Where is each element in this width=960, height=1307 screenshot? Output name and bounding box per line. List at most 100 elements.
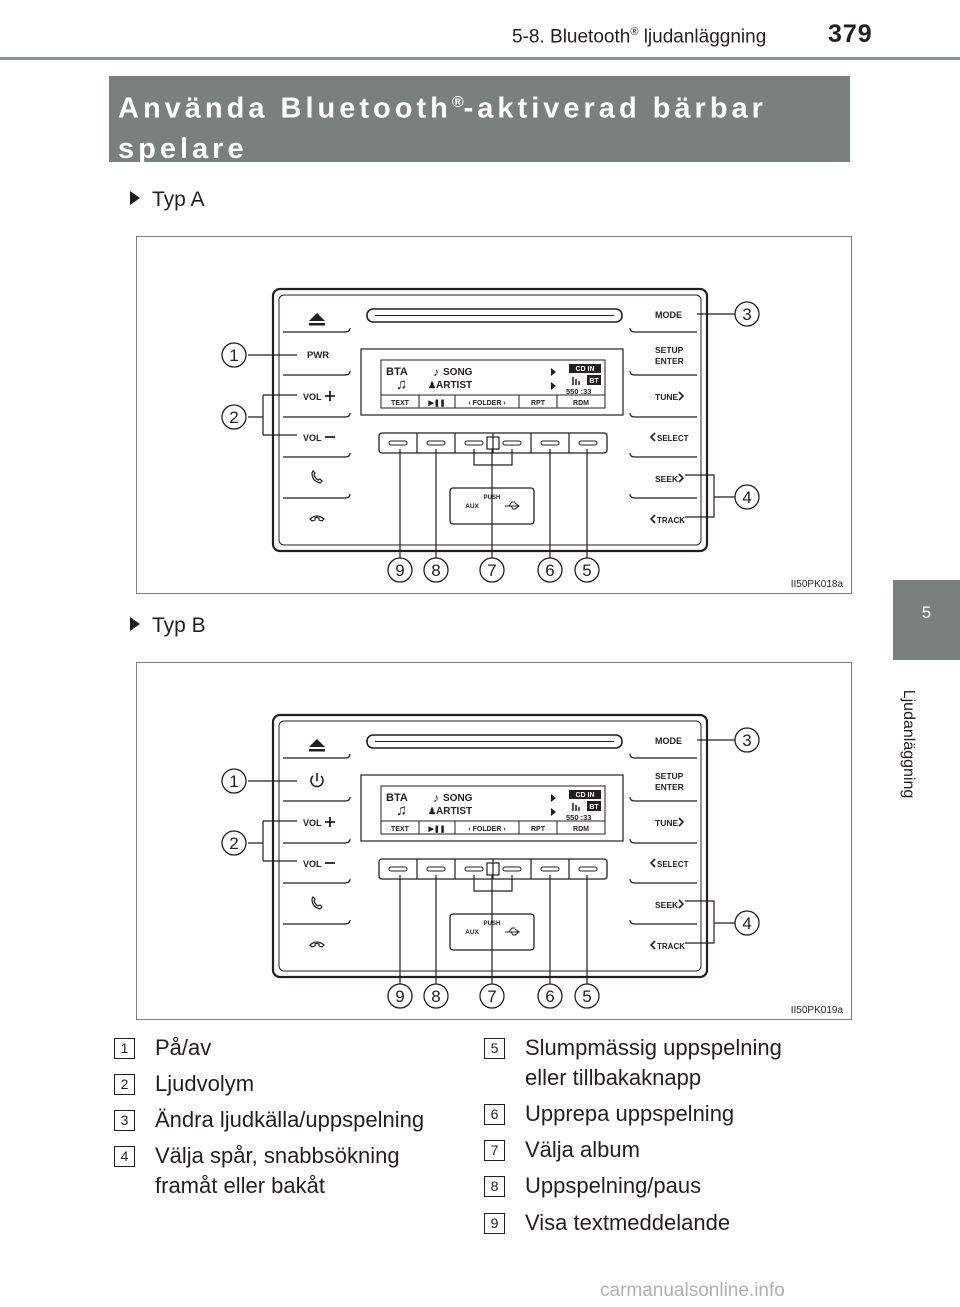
note-icon: ♪: [433, 791, 439, 805]
legend-number-badge: 9: [484, 1213, 505, 1234]
preset-button: [540, 440, 560, 446]
callout-1-circle: [221, 342, 247, 368]
legend-number-badge: 5: [484, 1038, 505, 1059]
triangle-bullet-icon: [130, 617, 140, 631]
callout-6-circle: [537, 983, 563, 1009]
chevron-left-icon: [649, 940, 656, 950]
chevron-right-icon: [678, 899, 685, 909]
title-band: Använda Bluetooth®-aktiverad bärbar spel…: [109, 76, 850, 165]
callout-7: 7: [487, 561, 496, 580]
callout-1: 1: [229, 346, 238, 365]
leader-line: [473, 449, 513, 559]
display-frame: [360, 348, 624, 416]
callout-4-circle: [734, 484, 760, 510]
legend-item: 1 På/av: [114, 1033, 464, 1103]
legend-text: Upprepa uppspelning: [525, 1101, 735, 1126]
softkey-strip: [380, 394, 606, 409]
softkey-rpt: RPT: [531, 826, 546, 833]
seek-label: SEEK: [655, 474, 679, 484]
faceplate-outer: [271, 287, 709, 553]
title-reg-mark: ®: [451, 94, 464, 111]
track-label: TRACK: [657, 942, 685, 951]
play-arrow-icon: [551, 808, 556, 816]
eject-icon-bar: [309, 323, 325, 326]
legend-text: Visa textmeddelande: [525, 1210, 731, 1235]
softkey-play: ▶❚❚: [427, 399, 445, 407]
left-divider: [283, 412, 351, 418]
person-icon: ♟: [428, 806, 436, 816]
setup-label: SETUP: [655, 345, 684, 355]
callout-3-circle: [734, 727, 760, 753]
right-divider: [629, 412, 697, 418]
bt-badge: [587, 801, 601, 811]
legend-text: Välja spår, snabbsökning framåt eller ba…: [155, 1143, 400, 1198]
section-suffix: ljudanläggning: [638, 26, 767, 48]
right-divider: [629, 493, 697, 499]
display-frame: [360, 774, 624, 842]
figure-heading-a: Typ A: [130, 188, 205, 212]
aux-label: AUX: [465, 503, 479, 510]
plus-icon: [325, 391, 335, 401]
select-label: SELECT: [657, 434, 689, 443]
legend-number-badge: 1: [114, 1038, 135, 1059]
play-arrow-icon: [551, 368, 556, 376]
callout-2: 2: [229, 408, 238, 427]
callout-6: 6: [545, 987, 554, 1006]
callout-1-circle: [221, 768, 247, 794]
softkey-folder: ‹ FOLDER ›: [468, 400, 506, 407]
callout-1: 1: [229, 772, 238, 791]
callout-5: 5: [582, 561, 591, 580]
image-code: II50PK018a: [791, 579, 844, 590]
callout-4: 4: [742, 914, 751, 933]
phone-pickup-icon: [311, 895, 323, 910]
signal-icon: [572, 803, 580, 811]
preset-button: [388, 440, 408, 446]
legend-text: Ljudvolym: [155, 1071, 255, 1096]
watermark: carmanualsonline.info: [600, 1280, 785, 1301]
legend-text: Slumpmässig uppspelning eller tillbakakn…: [525, 1035, 782, 1090]
display-song: SONG: [443, 793, 473, 804]
legend-item: 5 Slumpmässig uppspelning eller tillbakak…: [484, 1033, 834, 1103]
callout-4-circle: [734, 910, 760, 936]
chapter-title: Ljudanläggning: [878, 674, 938, 814]
power-icon: [310, 775, 324, 788]
callout-7-circle: [479, 983, 505, 1009]
cd-slot: [366, 308, 623, 323]
right-divider: [629, 838, 697, 844]
preset-button: [464, 440, 484, 446]
chevron-right-icon: [678, 391, 685, 401]
legend-number-badge: 3: [114, 1110, 135, 1131]
callout-4: 4: [742, 488, 751, 507]
section-prefix: 5-8. Bluetooth: [512, 26, 631, 48]
eject-icon: [309, 313, 325, 321]
seek-label: SEEK: [655, 900, 679, 910]
softkey-rpt: RPT: [531, 400, 546, 407]
phone-hangup-icon: [309, 515, 325, 522]
mode-label: MODE: [655, 736, 682, 746]
track-label: TRACK: [657, 516, 685, 525]
play-arrow-icon: [551, 382, 556, 390]
chapter-tab[interactable]: 5: [893, 580, 960, 660]
title-part2: -aktiverad bärbar spelare: [118, 92, 767, 165]
chevron-left-icon: [649, 432, 656, 442]
reg-mark: ®: [630, 26, 639, 38]
preset-button: [502, 866, 522, 872]
left-divider: [283, 327, 351, 333]
legend-number-badge: 6: [484, 1104, 505, 1125]
callout-3: 3: [742, 731, 751, 750]
eject-icon: [309, 739, 325, 747]
select-label: SELECT: [657, 860, 689, 869]
softkey-strip: [380, 820, 606, 835]
faceplate-inner: [278, 294, 702, 546]
usb-icon: [505, 501, 520, 510]
leader-line: [473, 875, 513, 985]
softkey-text: TEXT: [391, 400, 410, 407]
callout-9: 9: [395, 561, 404, 580]
left-divider: [283, 493, 351, 499]
chevron-left-icon: [649, 858, 656, 868]
legend-text: På/av: [155, 1035, 212, 1060]
chevron-right-icon: [678, 817, 685, 827]
softkey-play: ▶❚❚: [427, 825, 445, 833]
